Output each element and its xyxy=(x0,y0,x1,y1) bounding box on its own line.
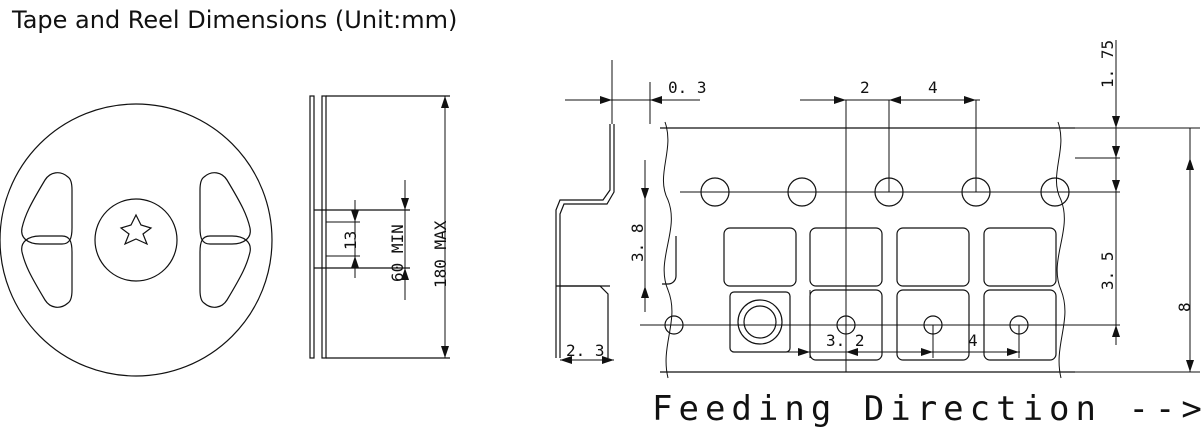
dim-2: 2 xyxy=(860,78,870,97)
dim-3-8: 3. 8 xyxy=(628,223,647,262)
reel-window-top-left xyxy=(21,172,73,245)
dim-180-max: 180 MAX xyxy=(431,220,450,288)
dim-0-3: 0. 3 xyxy=(668,78,707,97)
dim-3-5: 3. 5 xyxy=(1098,251,1117,290)
reel-outer-flange xyxy=(0,103,273,377)
reel-spindle-hole xyxy=(119,213,153,246)
dim-3-2: 3. 2 xyxy=(826,331,865,350)
reel-front-view xyxy=(0,103,273,377)
reel-window-bottom-right xyxy=(199,235,251,308)
reel-flange-left xyxy=(309,95,315,359)
dim-2-3: 2. 3 xyxy=(566,341,605,360)
dim-13: 13 xyxy=(341,231,360,250)
reel-window-bottom-left xyxy=(21,235,73,308)
reel-window-top-right xyxy=(199,172,251,245)
reel-hub xyxy=(94,198,178,282)
dim-4-bottom: 4 xyxy=(968,331,978,350)
component-body xyxy=(729,291,791,353)
dim-8: 8 xyxy=(1175,302,1194,312)
page-title: Tape and Reel Dimensions (Unit:mm) xyxy=(12,6,458,34)
dim-4-top: 4 xyxy=(928,78,938,97)
reel-side-view: 180 MAX 60 MIN 13 xyxy=(309,95,450,359)
dim-60-min: 60 MIN xyxy=(388,224,407,282)
feeding-direction-label: Feeding Direction --> xyxy=(652,389,1201,428)
tape-top-view: 2 4 3. 2 4 1. 75 3. 5 8 xyxy=(640,40,1200,379)
reel-flange-right xyxy=(321,95,327,359)
tape-cross-section: 0. 3 3. 8 2. 3 xyxy=(555,60,707,364)
dim-1-75: 1. 75 xyxy=(1098,40,1117,88)
